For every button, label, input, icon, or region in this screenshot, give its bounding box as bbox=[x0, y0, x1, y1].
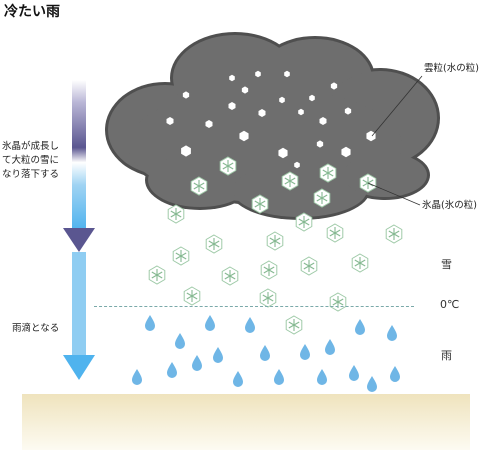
leader-lines bbox=[367, 75, 423, 206]
page-title: 冷たい雨 bbox=[4, 4, 60, 20]
cloud-droplet-label: 雲粒(水の粒) bbox=[424, 63, 479, 74]
ice-crystal-label: 氷晶(氷の粒) bbox=[422, 200, 477, 211]
becomes-rain-label: 雨滴となる bbox=[12, 323, 60, 334]
arrow-lower bbox=[63, 252, 95, 380]
rain-zone-label: 雨 bbox=[441, 349, 452, 362]
freezing-level-label: 0℃ bbox=[440, 298, 460, 311]
freezing-level-line bbox=[94, 306, 414, 307]
raindrops bbox=[132, 315, 400, 392]
growth-label-line2: て大粒の雪に bbox=[2, 155, 60, 166]
growth-label-line3: なり落下する bbox=[2, 169, 60, 180]
arrow-upper bbox=[63, 80, 95, 252]
snow-zone-label: 雪 bbox=[441, 258, 452, 271]
growth-label-line1: 氷晶が成長し bbox=[2, 141, 60, 152]
ground bbox=[22, 394, 470, 450]
